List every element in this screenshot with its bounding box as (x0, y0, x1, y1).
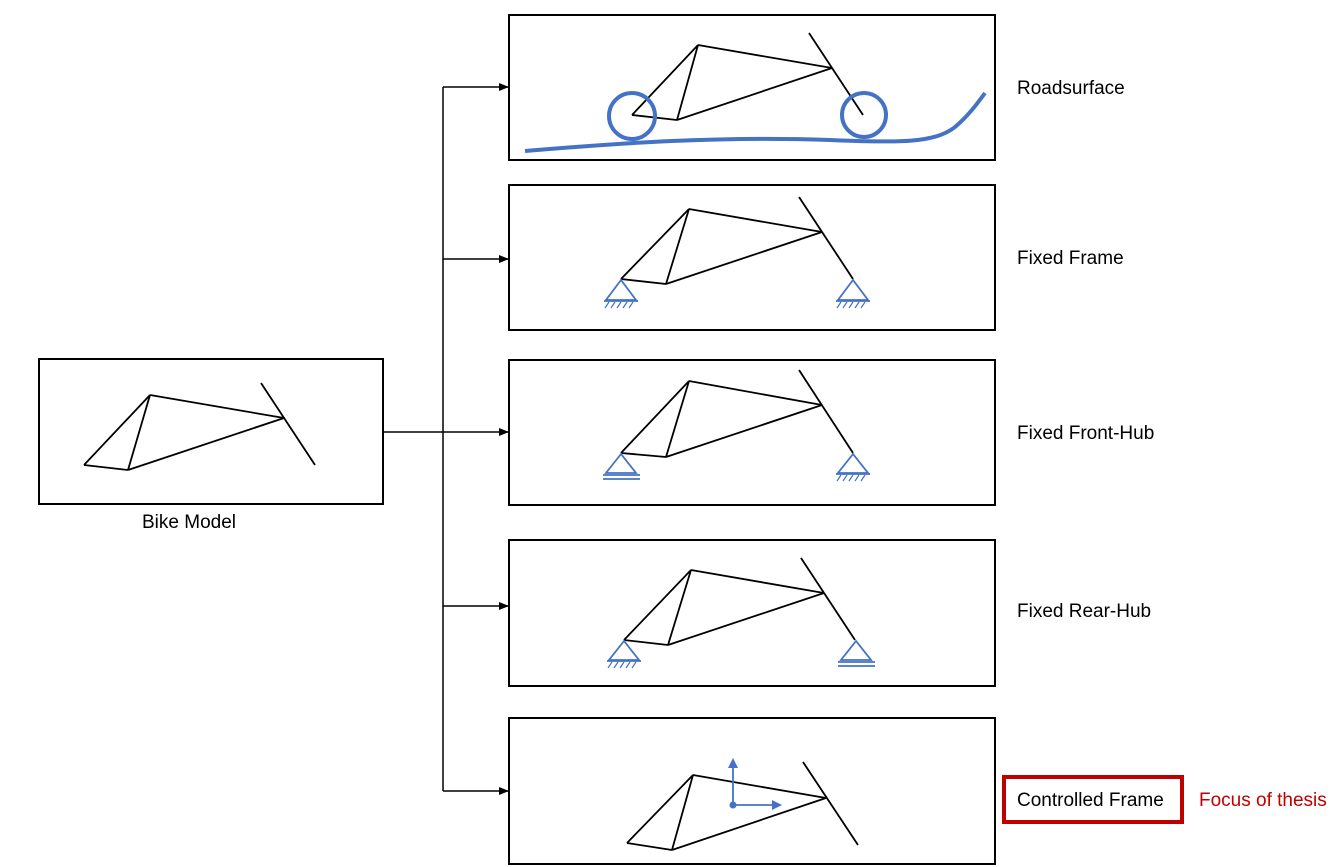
highlight-box (1002, 775, 1184, 824)
bike-frame-icon (83, 382, 316, 471)
roadsurface-box (508, 14, 996, 161)
bike-frame-icon (620, 369, 854, 458)
wheel-icon (607, 91, 888, 141)
roller-support-icon (838, 639, 875, 667)
connector-lines (383, 83, 509, 795)
pinned-support-icon (836, 278, 870, 309)
bike-frame-icon (626, 761, 859, 851)
focus-of-thesis-note: Focus of thesis (1199, 790, 1327, 811)
coordinate-axes-icon (728, 758, 782, 810)
fixed-frame-label: Fixed Frame (1017, 248, 1124, 269)
roadsurface-label: Roadsurface (1017, 78, 1125, 99)
controlled-frame-label: Controlled Frame (1017, 790, 1164, 811)
bike-frame-icon (631, 32, 864, 121)
controlled-frame-box (508, 717, 996, 865)
bike-model-label: Bike Model (142, 512, 236, 533)
fixed-rear-hub-box (508, 539, 996, 687)
pinned-support-icon (604, 278, 638, 309)
bike-frame-icon (620, 196, 854, 285)
fixed-front-hub-label: Fixed Front-Hub (1017, 423, 1154, 444)
fixed-frame-box (508, 184, 996, 331)
bike-frame-icon (623, 557, 856, 646)
pinned-support-icon (607, 639, 641, 669)
road-surface-curve (524, 91, 987, 153)
pinned-support-icon (836, 452, 870, 482)
roller-support-icon (603, 452, 640, 480)
bike-model-box (38, 358, 384, 505)
fixed-rear-hub-label: Fixed Rear-Hub (1017, 601, 1151, 622)
fixed-front-hub-box (508, 359, 996, 506)
